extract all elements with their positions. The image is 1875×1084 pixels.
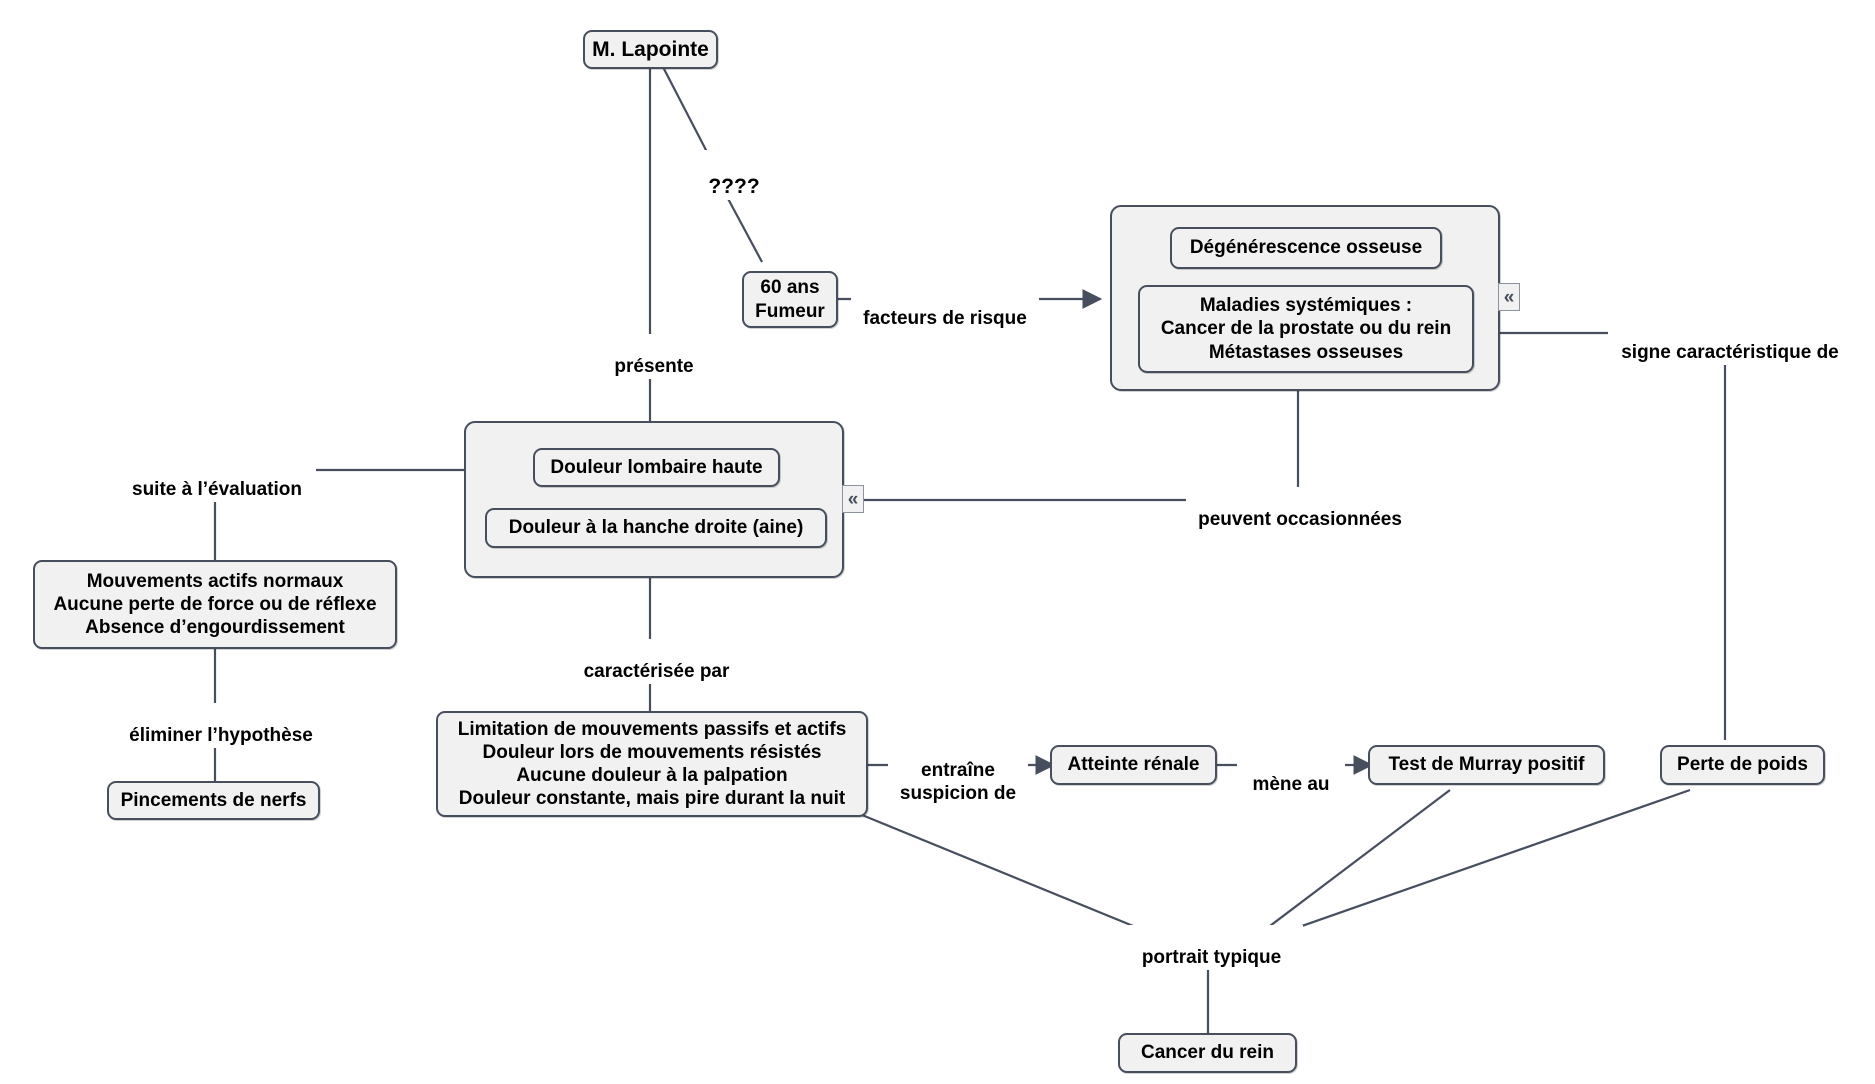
link-label-entraine-suspicion-de-text: entraîne suspicion de: [899, 760, 1017, 804]
chevron-risque-glyph: «: [1503, 286, 1515, 308]
edge-perte-poids-portrait: [1261, 788, 1691, 942]
link-label-mene-au-text: mène au: [1252, 774, 1330, 796]
node-maladies-systemiques-label: Maladies systémiques : Cancer de la pros…: [1160, 295, 1452, 363]
edge-test-murray-portrait: [1257, 789, 1451, 936]
link-label-presente-text: présente: [614, 356, 694, 378]
node-m-lapointe-label: M. Lapointe: [592, 37, 709, 61]
link-label-signe-caracteristique-text: signe caractéristique de: [1621, 342, 1839, 364]
link-label-peuvent-occasionnees-text: peuvent occasionnées: [1198, 509, 1402, 531]
group-douleur[interactable]: [464, 421, 844, 578]
link-label-unknown: ????: [700, 150, 768, 200]
node-degenerescence-osseuse[interactable]: Dégénérescence osseuse: [1170, 227, 1442, 269]
chevron-douleur-group-icon: «: [842, 485, 864, 513]
node-maladies-systemiques[interactable]: Maladies systémiques : Cancer de la pros…: [1138, 285, 1474, 373]
link-label-caracterisee-par-text: caractérisée par: [583, 661, 730, 683]
node-douleur-hanche-droite[interactable]: Douleur à la hanche droite (aine): [485, 508, 827, 548]
link-label-portrait-typique: portrait typique: [1120, 925, 1303, 970]
link-label-eliminer-lhypothese: éliminer l’hypothèse: [118, 703, 324, 748]
link-label-mene-au: mène au: [1237, 752, 1345, 797]
node-douleur-hanche-droite-label: Douleur à la hanche droite (aine): [508, 517, 804, 539]
chevron-douleur-glyph: «: [847, 488, 859, 510]
node-60-ans-fumeur-label: 60 ans Fumeur: [755, 277, 825, 322]
link-label-signe-caracteristique: signe caractéristique de: [1608, 320, 1852, 365]
node-atteinte-renale-label: Atteinte rénale: [1067, 754, 1200, 776]
node-cancer-du-rein-label: Cancer du rein: [1140, 1042, 1275, 1064]
link-label-eliminer-lhypothese-text: éliminer l’hypothèse: [129, 725, 313, 747]
node-douleur-lombaire-haute[interactable]: Douleur lombaire haute: [533, 448, 780, 487]
node-limitation-mouvements[interactable]: Limitation de mouvements passifs et acti…: [436, 711, 868, 817]
link-label-unknown-text: ????: [708, 174, 760, 198]
link-label-caracterisee-par: caractérisée par: [570, 639, 743, 684]
edge-limitation-portrait: [861, 813, 1156, 937]
chevron-risque-group-icon: «: [1498, 283, 1520, 311]
node-pincements-de-nerfs[interactable]: Pincements de nerfs: [107, 781, 320, 820]
link-label-presente: présente: [590, 334, 718, 379]
node-mouvements-actifs-label: Mouvements actifs normaux Aucune perte d…: [53, 570, 377, 639]
node-test-murray-positif[interactable]: Test de Murray positif: [1368, 745, 1605, 785]
link-label-suite-a-levaluation-text: suite à l’évaluation: [132, 479, 302, 501]
link-label-suite-a-levaluation: suite à l’évaluation: [118, 457, 316, 502]
node-degenerescence-osseuse-label: Dégénérescence osseuse: [1189, 237, 1423, 259]
node-test-murray-positif-label: Test de Murray positif: [1388, 754, 1585, 776]
node-pincements-de-nerfs-label: Pincements de nerfs: [120, 789, 307, 811]
node-atteinte-renale[interactable]: Atteinte rénale: [1050, 745, 1217, 785]
node-60-ans-fumeur[interactable]: 60 ans Fumeur: [742, 271, 838, 328]
node-cancer-du-rein[interactable]: Cancer du rein: [1118, 1033, 1297, 1073]
node-douleur-lombaire-haute-label: Douleur lombaire haute: [550, 456, 763, 478]
node-limitation-mouvements-label: Limitation de mouvements passifs et acti…: [457, 718, 847, 810]
node-mouvements-actifs[interactable]: Mouvements actifs normaux Aucune perte d…: [33, 560, 397, 649]
link-label-facteurs-de-risque-text: facteurs de risque: [863, 308, 1027, 330]
link-label-portrait-typique-text: portrait typique: [1141, 947, 1282, 969]
node-perte-de-poids[interactable]: Perte de poids: [1660, 745, 1825, 785]
link-label-entraine-suspicion-de: entraîne suspicion de: [888, 738, 1028, 806]
link-label-peuvent-occasionnees: peuvent occasionnées: [1186, 487, 1414, 532]
link-label-facteurs-de-risque: facteurs de risque: [851, 286, 1039, 331]
node-perte-de-poids-label: Perte de poids: [1677, 754, 1808, 776]
edge-lapointe-unknown: [662, 66, 708, 153]
node-m-lapointe[interactable]: M. Lapointe: [583, 30, 718, 69]
